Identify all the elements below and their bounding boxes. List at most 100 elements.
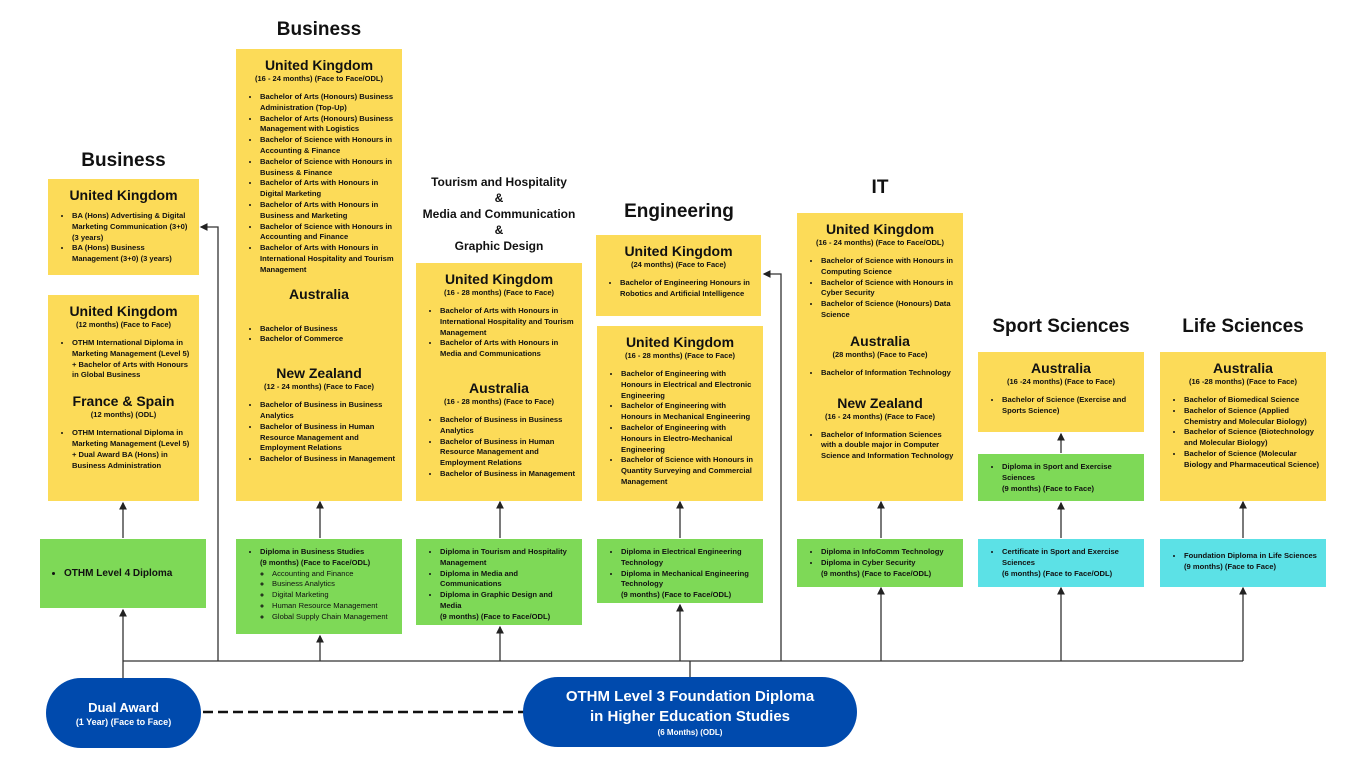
diploma-item: Diploma in Tourism and Hospitality Manag… — [440, 547, 576, 569]
degree-item: Bachelor of Science (Exercise and Sports… — [1002, 395, 1138, 417]
degree-box-col4-top: United Kingdom (24 months) (Face to Face… — [596, 235, 761, 316]
region-label: United Kingdom — [825, 221, 935, 237]
degree-item: Bachelor of Arts (Honours) Business Mana… — [260, 114, 396, 136]
duration-label: (9 months) (Face to Face/ODL) — [821, 568, 932, 578]
region-label: New Zealand — [276, 365, 362, 382]
certificate-name: Certificate in Sport and Exercise Scienc… — [1002, 547, 1119, 567]
duration-label: (9 months) (Face to Face) — [1184, 561, 1276, 571]
degree-item: Bachelor of Science with Honours in Quan… — [621, 455, 757, 487]
column-title-life-sciences: Life Sciences — [1182, 316, 1304, 337]
degree-item: Bachelor of Information Technology — [821, 368, 957, 379]
specialisation-item: Global Supply Chain Management — [272, 612, 396, 623]
diploma-item: Diploma in Sport and Exercise Sciences(9… — [1002, 462, 1138, 494]
region-label: United Kingdom — [264, 57, 374, 73]
diploma-box-col3: Diploma in Tourism and Hospitality Manag… — [416, 539, 582, 625]
certificate-item: Certificate in Sport and Exercise Scienc… — [1002, 547, 1138, 579]
degree-item: Bachelor of Information Sciences with a … — [821, 430, 957, 462]
degree-item: Bachelor of Business in Human Resource M… — [260, 422, 396, 454]
degree-item: Bachelor of Science with Honours in Acco… — [260, 135, 396, 157]
diploma-name: Diploma in Sport and Exercise Sciences — [1002, 462, 1112, 482]
foundation-name: Foundation Diploma in Life Sciences — [1184, 551, 1317, 560]
degree-item: Bachelor of Arts with Honours in Digital… — [260, 178, 396, 200]
degree-item: Bachelor of Arts (Honours) Business Admi… — [260, 92, 396, 114]
dual-award-title: Dual Award — [88, 699, 159, 715]
duration-label: (16 - 24 months) (Face to Face/ODL) — [816, 238, 944, 247]
degree-item: OTHM International Diploma in Marketing … — [72, 428, 193, 471]
degree-box-col4: United Kingdom (16 - 28 months) (Face to… — [597, 326, 763, 501]
region-label: United Kingdom — [69, 303, 178, 319]
degree-item: Bachelor of Business in Management — [260, 454, 396, 465]
degree-item: Bachelor of Business in Management — [440, 469, 576, 480]
degree-item: Bachelor of Arts with Honours in Interna… — [260, 243, 396, 275]
degree-item: Bachelor of Engineering with Honours in … — [621, 401, 757, 423]
region-label: New Zealand — [837, 394, 923, 411]
title-line: & — [494, 223, 504, 237]
duration-label: (9 months) (Face to Face) — [1002, 483, 1094, 493]
duration-label: (16 - 28 months) (Face to Face) — [443, 288, 555, 297]
region-label: Australia — [1031, 360, 1091, 376]
diploma-item: Diploma in Media and Communications — [440, 569, 576, 591]
certificate-box-col6: Certificate in Sport and Exercise Scienc… — [978, 539, 1144, 587]
title-line: Graphic Design — [454, 239, 544, 253]
arrow-col4-top — [762, 270, 782, 661]
region-label: Australia — [1213, 360, 1273, 376]
arrow-col1-top — [199, 223, 219, 661]
specialisation-item: Digital Marketing — [272, 590, 396, 601]
degree-item: Bachelor of Business in Human Resource M… — [440, 437, 576, 469]
degree-item: Bachelor of Engineering with Honours in … — [621, 369, 757, 401]
degree-item: Bachelor of Biomedical Science — [1184, 395, 1320, 406]
diploma-item: Diploma in Graphic Design and Media(9 mo… — [440, 590, 576, 622]
degree-item: Bachelor of Science (Biotechnology and M… — [1184, 427, 1320, 449]
duration-label: (9 months) (Face to Face/ODL) — [440, 611, 551, 621]
column-title-tourism-media-design: Tourism and Hospitality & Media and Comm… — [416, 174, 582, 254]
duration-label: (16 - 28 months) (Face to Face) — [443, 396, 555, 406]
degree-item: Bachelor of Science with Honours in Cybe… — [821, 278, 957, 300]
degree-box-col5: United Kingdom (16 - 24 months) (Face to… — [797, 213, 963, 501]
duration-label: (9 months) (Face to Face/ODL) — [260, 557, 371, 567]
duration-label: (12 months) (Face to Face) — [75, 320, 172, 329]
degree-item: Bachelor of Engineering Honours in Robot… — [620, 278, 755, 300]
duration-label: (12 - 24 months) (Face to Face) — [263, 382, 375, 392]
specialisation-item: Business Analytics — [272, 579, 396, 590]
duration-label: (12 months) (ODL) — [90, 410, 157, 420]
diploma-box-col1: OTHM Level 4 Diploma — [40, 539, 206, 608]
column-title-it: IT — [871, 177, 889, 198]
diploma-name: Diploma in Mechanical Engineering Techno… — [621, 568, 749, 589]
degree-item: Bachelor of Arts with Honours in Interna… — [440, 306, 576, 338]
column-title-sport-sciences: Sport Sciences — [992, 316, 1130, 337]
region-label: France & Spain — [72, 393, 175, 410]
title-line: Media and Communication — [422, 207, 576, 221]
dual-award-pill: Dual Award (1 Year) (Face to Face) — [46, 678, 201, 748]
duration-label: (9 months) (Face to Face/ODL) — [621, 590, 732, 600]
degree-item: Bachelor of Business in Business Analyti… — [440, 415, 576, 437]
diploma-item: Diploma in InfoComm Technology — [821, 547, 957, 558]
region-label: Australia — [289, 285, 349, 302]
degree-box-col1-uk: United Kingdom BA (Hons) Advertising & D… — [48, 179, 199, 275]
region-label: Australia — [469, 379, 529, 396]
foundation-subtitle: (6 Months) (ODL) — [657, 728, 723, 737]
region-label: United Kingdom — [444, 271, 554, 287]
region-label: Australia — [850, 332, 910, 349]
degree-box-col7: Australia (16 -28 months) (Face to Face)… — [1160, 352, 1326, 501]
foundation-diploma-pill: OTHM Level 3 Foundation Diploma in Highe… — [523, 677, 857, 747]
diploma-item: Diploma in Business Studies (9 months) (… — [260, 547, 396, 623]
degree-item: Bachelor of Science (Honours) Data Scien… — [821, 299, 957, 321]
diploma-name: Diploma in Cyber Security — [821, 557, 916, 567]
dual-award-subtitle: (1 Year) (Face to Face) — [75, 716, 172, 727]
column-title-business-2: Business — [276, 19, 362, 40]
diploma-box-col4: Diploma in Electrical Engineering Techno… — [597, 539, 763, 603]
column-title-business-1: Business — [81, 150, 166, 171]
duration-label: (16 -24 months) (Face to Face) — [1007, 377, 1115, 386]
duration-label: (28 months) (Face to Face) — [832, 349, 928, 359]
foundation-item: Foundation Diploma in Life Sciences(9 mo… — [1184, 551, 1320, 573]
duration-label: (16 -28 months) (Face to Face) — [1189, 377, 1297, 386]
foundation-title-line2: in Higher Education Studies — [589, 708, 791, 725]
degree-item: Bachelor of Science (Applied Chemistry a… — [1184, 406, 1320, 428]
duration-label: (24 months) (Face to Face) — [630, 260, 727, 269]
duration-label: (16 - 28 months) (Face to Face) — [624, 351, 736, 360]
degree-item: BA (Hons) Advertising & Digital Marketin… — [72, 211, 193, 243]
degree-item: Bachelor of Arts with Honours in Busines… — [260, 200, 396, 222]
degree-item: Bachelor of Engineering with Honours in … — [621, 423, 757, 455]
diploma-name: Diploma in Business Studies — [260, 547, 365, 556]
